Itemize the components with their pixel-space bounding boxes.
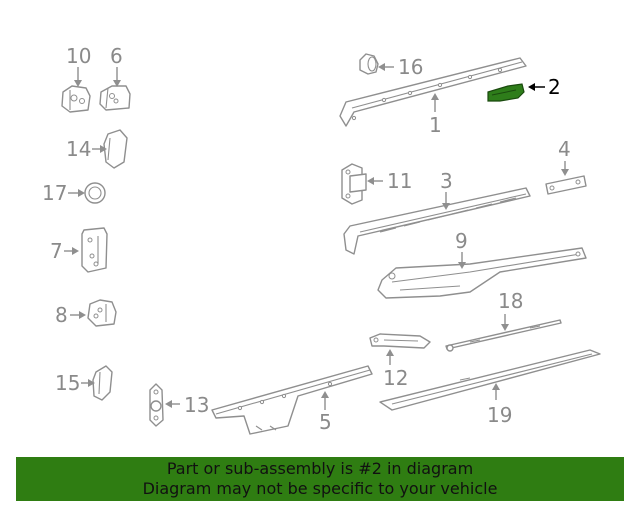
svg-text:6: 6 [110,44,123,68]
svg-text:2: 2 [548,75,561,99]
callout-13: 13 [165,393,209,417]
callout-11: 11 [367,169,412,193]
part-6-bracket [99,85,131,111]
part-14-pad [103,129,128,169]
callout-2: 2 [528,75,561,99]
callout-5: 5 [319,391,332,434]
part-18-cable [445,319,562,352]
svg-text:13: 13 [184,393,209,417]
banner-line-2: Diagram may not be specific to your vehi… [142,479,498,498]
part-12-lever [369,333,431,349]
part-17-grommet [84,182,106,204]
callout-14: 14 [66,137,107,161]
svg-text:4: 4 [558,137,571,161]
svg-text:10: 10 [66,44,91,68]
callout-4: 4 [558,137,571,176]
part-9-track [377,247,587,299]
part-4-plate [545,175,587,195]
info-banner: Part or sub-assembly is #2 in diagram Di… [16,457,624,501]
svg-text:11: 11 [387,169,412,193]
callout-8: 8 [55,303,86,327]
svg-text:18: 18 [498,289,523,313]
callout-17: 17 [42,181,85,205]
part-1-upper-rail [339,57,527,127]
svg-text:1: 1 [429,113,442,137]
callout-3: 3 [440,169,453,210]
svg-text:12: 12 [383,366,408,390]
svg-text:15: 15 [55,371,80,395]
callout-1: 1 [429,93,442,137]
callout-9: 9 [455,229,468,269]
part-8-block [87,299,117,327]
part-5-lower-rail [211,365,373,435]
svg-text:14: 14 [66,137,91,161]
callout-7: 7 [50,239,79,263]
svg-text:3: 3 [440,169,453,193]
svg-text:17: 17 [42,181,67,205]
part-19-step [379,349,601,411]
part-7-plate [81,227,108,273]
part-15-pad [92,365,113,401]
svg-text:19: 19 [487,403,512,427]
callout-16: 16 [378,55,423,79]
callout-18: 18 [498,289,523,331]
callout-6: 6 [110,44,123,87]
svg-text:5: 5 [319,410,332,434]
part-13-striker [149,383,164,427]
part-16-bumper [359,53,379,75]
svg-text:9: 9 [455,229,468,253]
banner-line-1: Part or sub-assembly is #2 in diagram [166,459,474,478]
svg-text:7: 7 [50,239,63,263]
part-11-latch [341,163,367,205]
callout-12: 12 [383,349,408,390]
callout-19: 19 [487,383,512,427]
svg-text:16: 16 [398,55,423,79]
svg-text:8: 8 [55,303,68,327]
callout-15: 15 [55,371,95,395]
callout-10: 10 [66,44,91,87]
part-10-bracket [61,85,91,113]
parts-diagram: 10 6 14 17 7 [42,44,601,435]
part-3-middle-rail [343,187,531,255]
part-2-highlighted-bracket [487,83,525,102]
